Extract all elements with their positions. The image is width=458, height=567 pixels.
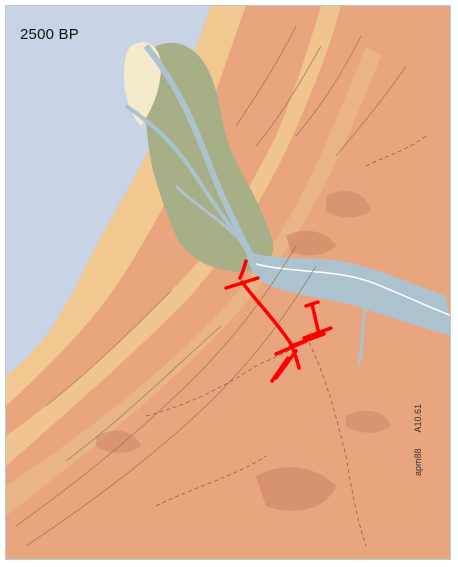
peat-patch-2: [326, 191, 371, 218]
paleogeographic-map: [6, 6, 450, 559]
inner-dune-ridge: [6, 6, 341, 466]
peat-patch-5: [96, 430, 141, 453]
river-tributary: [356, 305, 368, 367]
river-centerline: [255, 263, 450, 317]
peat-patch-1: [286, 230, 336, 256]
river-channel-minor: [174, 184, 238, 238]
map-code-ref: A10.61: [413, 403, 423, 433]
river-channel-branch: [124, 104, 253, 258]
map-title: 2500 BP: [20, 26, 79, 43]
river-main: [246, 251, 450, 336]
route-lines: [224, 259, 333, 383]
map-code-id: apm88: [413, 448, 423, 476]
map-code: apm88 A10.61: [413, 390, 423, 476]
beach-plain: [124, 42, 161, 126]
river-channel-main: [143, 44, 254, 258]
ridge-lines: [15, 25, 407, 547]
boundary-lines: [145, 135, 427, 547]
map-frame: 2500 BP apm88 A10.61: [5, 5, 451, 560]
outer-dune-ridge: [6, 46, 381, 516]
peat-patch-3: [256, 467, 336, 511]
peat-patch-4: [346, 410, 391, 433]
